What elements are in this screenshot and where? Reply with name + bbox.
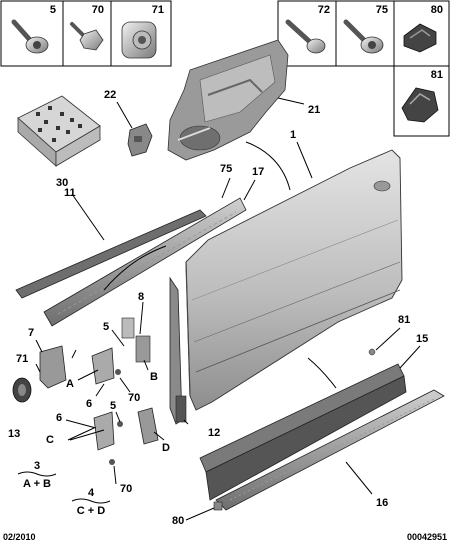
callout-30: 30 <box>56 177 68 189</box>
kit-3-ref: 3 <box>34 460 40 472</box>
screw-washer-icon <box>11 19 49 54</box>
part-box-75: 75 <box>335 0 395 67</box>
arc-hinge <box>71 349 77 359</box>
arc-moulding-to-strip <box>103 245 167 291</box>
callout-16: 16 <box>376 497 388 509</box>
retainer-clip-icon <box>401 87 439 123</box>
part-ref-75: 75 <box>376 4 388 16</box>
callout-7: 7 <box>28 327 34 339</box>
callout-6b: 6 <box>56 412 62 424</box>
part-ref-72: 72 <box>318 4 330 16</box>
callout-5b: 5 <box>110 400 116 412</box>
part-box-80: 80 <box>393 0 450 67</box>
plastic-clip-icon <box>403 23 437 53</box>
kit-4-ref: 4 <box>88 487 95 499</box>
arc-trim-to-door <box>245 141 291 191</box>
callout-70b: 70 <box>120 483 132 495</box>
callout-81: 81 <box>398 314 410 326</box>
callout-13: 13 <box>8 428 20 440</box>
kit-4: 4 C + D <box>71 487 111 517</box>
part-ref-5: 5 <box>50 4 56 16</box>
callout-1: 1 <box>290 129 296 141</box>
part-ref-71: 71 <box>152 4 164 16</box>
callout-22: 22 <box>104 89 116 101</box>
kit-4-contents: C + D <box>77 505 105 517</box>
callout-80: 80 <box>172 515 184 527</box>
door-shell <box>185 149 403 411</box>
callout-12: 12 <box>208 427 220 439</box>
callout-8: 8 <box>138 291 144 303</box>
kit-3-contents: A + B <box>23 478 51 490</box>
footer-code: 00042951 <box>407 532 447 542</box>
hinge-plug <box>12 377 32 403</box>
screw-pointed-icon <box>285 19 326 54</box>
waist-moulding <box>43 197 247 327</box>
sill-trim-upper <box>199 348 407 501</box>
upper-hinge-assembly <box>39 317 151 389</box>
part-box-70: 70 <box>62 0 112 67</box>
part-box-71: 71 <box>110 0 172 67</box>
callout-C: C <box>46 434 54 446</box>
callout-75: 75 <box>220 163 232 175</box>
part-ref-81: 81 <box>431 69 443 81</box>
part-box-81: 81 <box>393 65 450 137</box>
kit-3: 3 A + B <box>17 460 57 490</box>
window-seal-strip <box>15 209 207 299</box>
callout-11: 11 <box>64 187 76 199</box>
callout-labels: 21 1 22 30 11 75 17 8 5 7 71 A B 6 70 13… <box>8 89 428 527</box>
footer-date: 02/2010 <box>3 532 36 542</box>
callout-21: 21 <box>308 104 320 116</box>
leader-lines <box>35 97 421 521</box>
sill-clip <box>213 501 223 511</box>
part-ref-70: 70 <box>92 4 104 16</box>
callout-A: A <box>66 378 74 390</box>
part-box-5: 5 <box>0 0 64 67</box>
screw-washer-icon <box>343 19 384 54</box>
callout-6a: 6 <box>86 398 92 410</box>
callout-5a: 5 <box>103 321 109 333</box>
lower-hinge-assembly <box>93 407 159 465</box>
door-trim-panel <box>167 39 289 161</box>
door-check-strap <box>169 276 187 425</box>
callout-71: 71 <box>16 353 28 365</box>
callout-17: 17 <box>252 166 264 178</box>
arc-door-to-sill <box>307 357 337 389</box>
screw-flange-icon <box>70 22 104 51</box>
callout-70a: 70 <box>128 392 140 404</box>
callout-15: 15 <box>416 333 428 345</box>
sill-trim-lower <box>215 389 445 511</box>
part-ref-80: 80 <box>431 4 443 16</box>
callout-B: B <box>150 371 158 383</box>
cage-nut-icon <box>121 21 157 59</box>
handle-bracket <box>127 123 153 157</box>
assembly-module-plate <box>17 95 101 167</box>
callout-D: D <box>162 442 170 454</box>
